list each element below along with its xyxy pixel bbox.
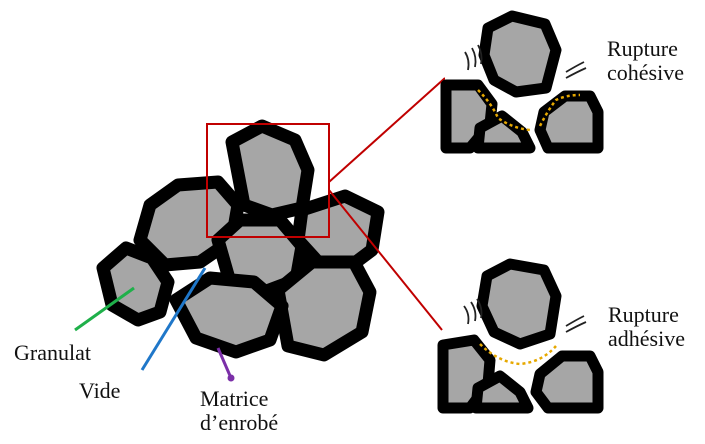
label-vide: Vide bbox=[79, 378, 121, 403]
zoom-frame bbox=[206, 123, 330, 238]
adhesive-lower-mid-aggregate bbox=[470, 370, 534, 414]
aggregate-right bbox=[291, 189, 385, 275]
cohesive-lower-right-aggregate bbox=[534, 90, 604, 154]
adhesive-rupture-line bbox=[479, 343, 557, 366]
zoom-connector-bottom bbox=[328, 189, 443, 331]
zoom-adhesive-rupture bbox=[437, 258, 604, 414]
adhesive-lower-right-aggregate bbox=[530, 350, 604, 414]
matrice-pointer-dot bbox=[227, 374, 235, 382]
label-rupture-cohesive: Rupture cohésive bbox=[607, 37, 684, 85]
crack-lines-icon bbox=[463, 298, 587, 333]
crack-lines-icon bbox=[464, 44, 587, 79]
label-matrice: Matrice d’enrobé bbox=[200, 387, 278, 435]
label-matrice-line2: d’enrobé bbox=[200, 410, 279, 435]
vide-pointer bbox=[140, 267, 207, 371]
zoom-connector-top bbox=[328, 77, 446, 183]
cohesive-rupture-line-right bbox=[538, 93, 581, 127]
label-rupture-adhesive: Rupture adhésive bbox=[608, 303, 685, 351]
matrice-pointer bbox=[216, 347, 233, 379]
cohesive-top-aggregate bbox=[478, 10, 562, 98]
label-rupture-adhesive-line2: adhésive bbox=[608, 326, 685, 351]
zoom-cohesive-rupture bbox=[440, 10, 604, 154]
label-matrice-line1: Matrice bbox=[200, 386, 269, 411]
aggregate-top-center bbox=[225, 119, 315, 222]
aggregate-cluster bbox=[96, 119, 385, 362]
label-rupture-cohesive-line1: Rupture bbox=[607, 36, 678, 61]
label-rupture-cohesive-line2: cohésive bbox=[607, 60, 684, 85]
aggregate-lower-right bbox=[271, 255, 377, 362]
granulat-pointer bbox=[74, 286, 135, 332]
label-granulat: Granulat bbox=[14, 340, 91, 365]
cohesive-lower-mid-aggregate bbox=[472, 110, 536, 154]
adhesive-top-aggregate bbox=[476, 258, 562, 350]
aggregate-lower-center bbox=[169, 271, 289, 359]
label-rupture-adhesive-line1: Rupture bbox=[608, 302, 679, 327]
aggregate-far-left bbox=[96, 241, 175, 327]
